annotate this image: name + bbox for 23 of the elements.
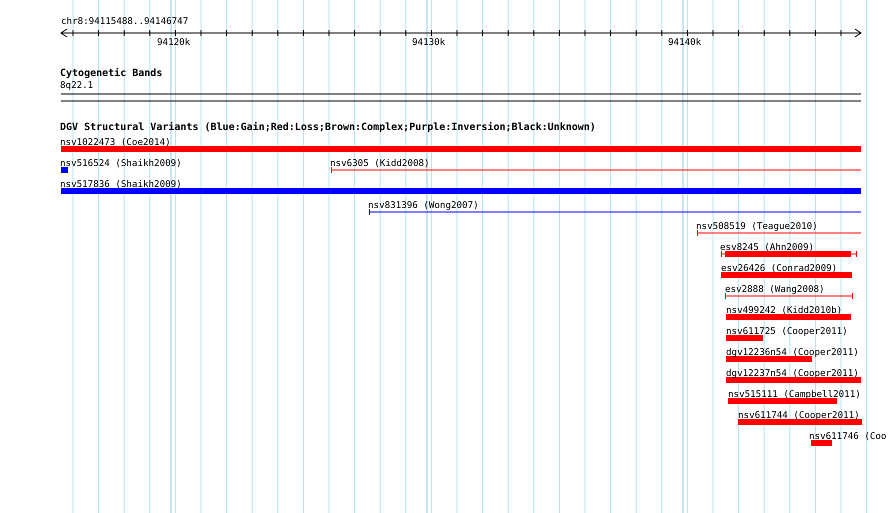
- variant-label: dgv12237n54 (Cooper2011): [726, 368, 859, 379]
- variant-label: nsv1022473 (Coe2014): [60, 137, 171, 148]
- variant-label: nsv611746 (Coo: [809, 431, 886, 442]
- track-title: DGV Structural Variants (Blue:Gain;Red:Loss;Brown:Complex;Purple:Inversion;Black:Unknown): [60, 122, 596, 133]
- track-title: Cytogenetic Bands: [60, 68, 162, 79]
- variant-label: nsv516524 (Shaikh2009): [60, 158, 182, 169]
- tick-label: 94130k: [412, 37, 446, 48]
- variant-label: nsv517836 (Shaikh2009): [60, 179, 182, 190]
- variant-label: nsv6305 (Kidd2008): [330, 158, 430, 169]
- variant-label: esv8245 (Ahn2009): [720, 242, 814, 253]
- variant-label: nsv831396 (Wong2007): [368, 200, 479, 211]
- variant-label: esv2888 (Wang2008): [725, 284, 825, 295]
- variant-label: nsv499242 (Kidd2010b): [726, 305, 842, 316]
- variant-label: esv26426 (Conrad2009): [721, 263, 838, 274]
- band-label: 8q22.1: [60, 80, 94, 91]
- variant-label: nsv611725 (Cooper2011): [726, 326, 848, 337]
- coordinate-range: chr8:94115488..94146747: [61, 16, 188, 27]
- variant-label: nsv611744 (Cooper2011): [738, 410, 860, 421]
- tick-label: 94120k: [157, 37, 190, 48]
- variant-label: nsv515111 (Campbell2011): [728, 389, 861, 400]
- variant-label: dgv12236n54 (Cooper2011): [726, 347, 859, 358]
- variant-label: nsv508519 (Teague2010): [696, 221, 818, 232]
- tick-label: 94140k: [668, 37, 702, 48]
